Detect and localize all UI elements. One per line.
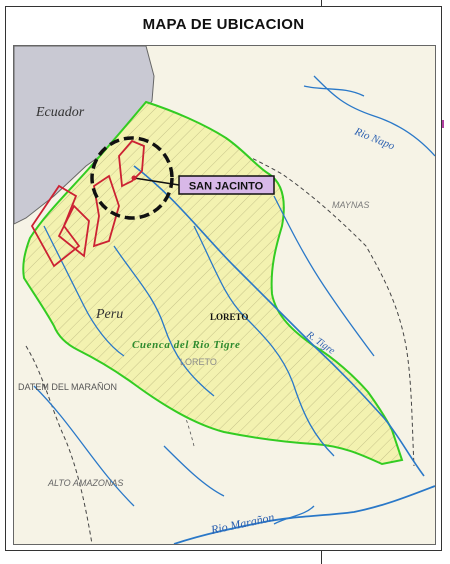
peru-label: Peru	[95, 307, 123, 322]
datem-label: DATEM DEL MARAÑON	[18, 382, 117, 392]
lot-west-2	[57, 204, 90, 258]
frame-tick-bottom	[321, 551, 322, 564]
tributary-southwest	[33, 385, 135, 507]
rio-napo-river	[313, 75, 435, 157]
map-panel[interactable]: SAN JACINTO Ecuador Rio Napo MAYNAS Peru…	[13, 45, 436, 545]
map-figure: MAPA DE UBICACION	[5, 6, 442, 551]
rio-maranon-branch	[273, 505, 315, 525]
ecuador-label: Ecuador	[35, 105, 85, 120]
tributary-west	[43, 225, 125, 357]
lot-west-3	[92, 174, 120, 248]
tributary-south	[163, 445, 225, 497]
san-jacinto-label: SAN JACINTO	[189, 181, 264, 193]
tigre-river-main	[133, 165, 425, 477]
frame-tick-top	[321, 0, 322, 6]
river-network	[33, 75, 435, 544]
lot-san-jacinto	[118, 139, 145, 188]
loreto-bold-label: LORETO	[210, 312, 248, 322]
tributary-east	[273, 195, 375, 357]
frame-tick-right	[442, 120, 444, 128]
map-title: MAPA DE UBICACION	[142, 16, 305, 33]
loreto-light-label: LORETO	[180, 357, 217, 367]
san-jacinto-point-icon	[131, 175, 137, 181]
rio-maranon-river	[173, 485, 435, 544]
san-jacinto-highlight-circle	[90, 136, 174, 220]
corrientes-river	[193, 225, 335, 457]
oil-lots	[30, 139, 145, 268]
tributary-center	[113, 245, 215, 397]
cuenca-label: Cuenca del Rio Tigre	[132, 339, 240, 351]
alto-amazonas-label: ALTO AMAZONAS	[47, 478, 123, 488]
maynas-label: MAYNAS	[332, 200, 369, 210]
rio-napo-tributary	[303, 85, 365, 97]
san-jacinto-leader-line	[133, 177, 180, 186]
boundary-dashed-datem	[25, 345, 93, 544]
san-jacinto-label-box	[178, 175, 275, 195]
